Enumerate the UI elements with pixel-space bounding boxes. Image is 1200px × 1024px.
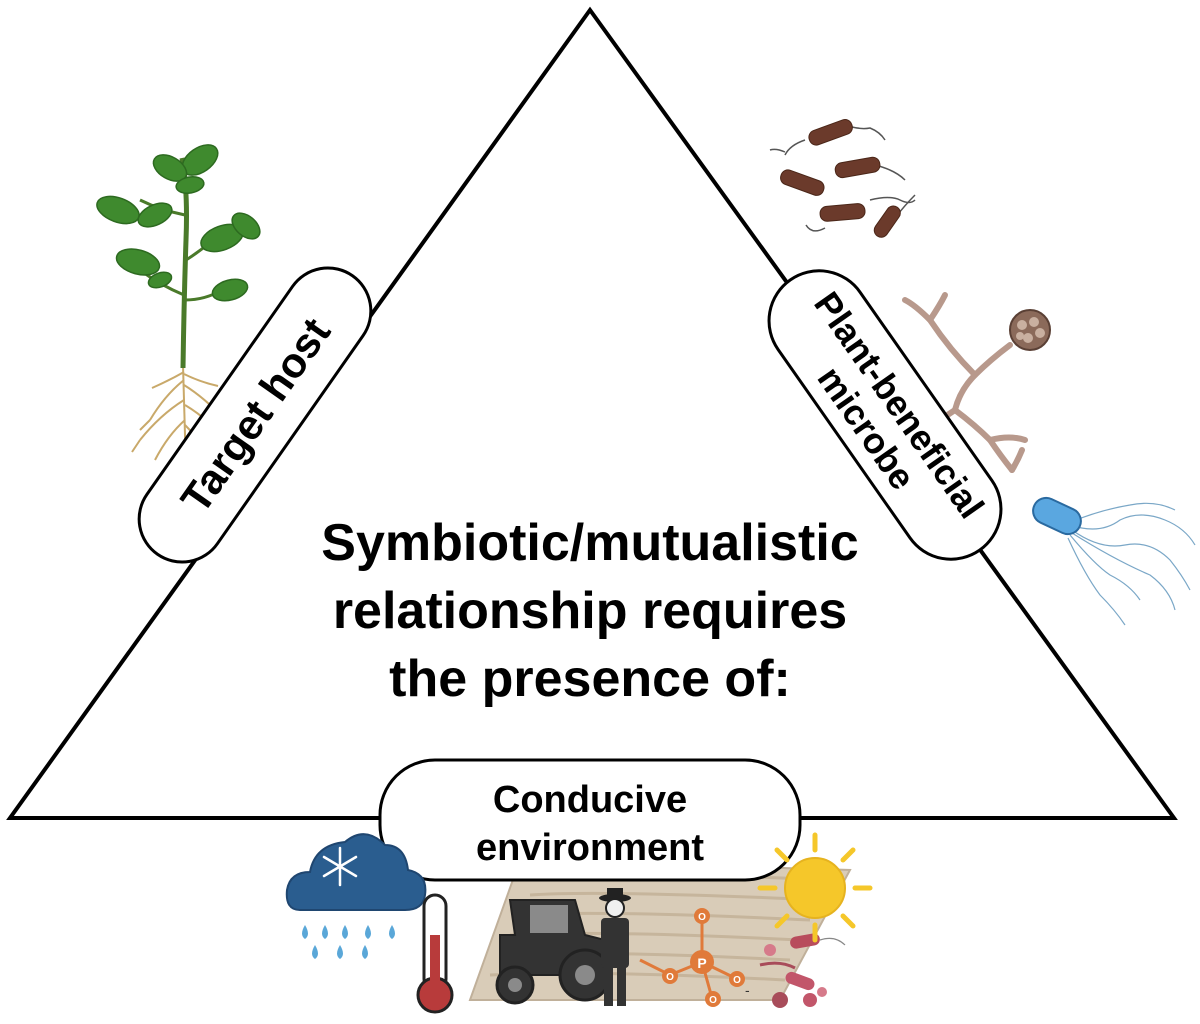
center-title-line2: relationship requires: [333, 582, 847, 640]
phosphate-molecule-icon: P O O O O -: [639, 908, 750, 1007]
phosphate-oxygen-label-right: O: [733, 975, 741, 986]
environment-label-line2: environment: [476, 827, 704, 869]
environment-label-line1: Conducive: [493, 779, 687, 821]
farmer-icon: [599, 888, 631, 1006]
flagellated-bacterium-icon: [1032, 496, 1196, 626]
plant-seedling-icon: [96, 144, 261, 471]
environment-node: Conducive environment: [378, 758, 802, 882]
bacteria-rods-icon: [769, 119, 916, 238]
microbe-pill: [767, 269, 1003, 561]
sun-icon: [757, 832, 873, 943]
phosphate-center-label: P: [697, 955, 706, 971]
target-host-pill: [137, 266, 373, 564]
fungus-hyphae-icon: [902, 292, 1051, 473]
center-title: Symbiotic/mutualistic relationship requi…: [321, 514, 858, 708]
center-title-line3: the presence of:: [389, 650, 791, 708]
center-title-line1: Symbiotic/mutualistic: [321, 514, 858, 572]
thermometer-icon: [416, 893, 454, 1014]
phosphate-oxygen-label-left: O: [666, 972, 674, 983]
phosphate-oxygen-label-top: O: [698, 912, 706, 923]
snow-rain-cloud-icon: [285, 833, 427, 959]
tractor-icon: [495, 899, 612, 1005]
phosphate-minus-label: -: [745, 982, 750, 998]
soil-microbes-icon: [759, 933, 846, 1008]
phosphate-oxygen-label-bottom: O: [709, 995, 717, 1006]
environment-pill: [378, 758, 802, 882]
